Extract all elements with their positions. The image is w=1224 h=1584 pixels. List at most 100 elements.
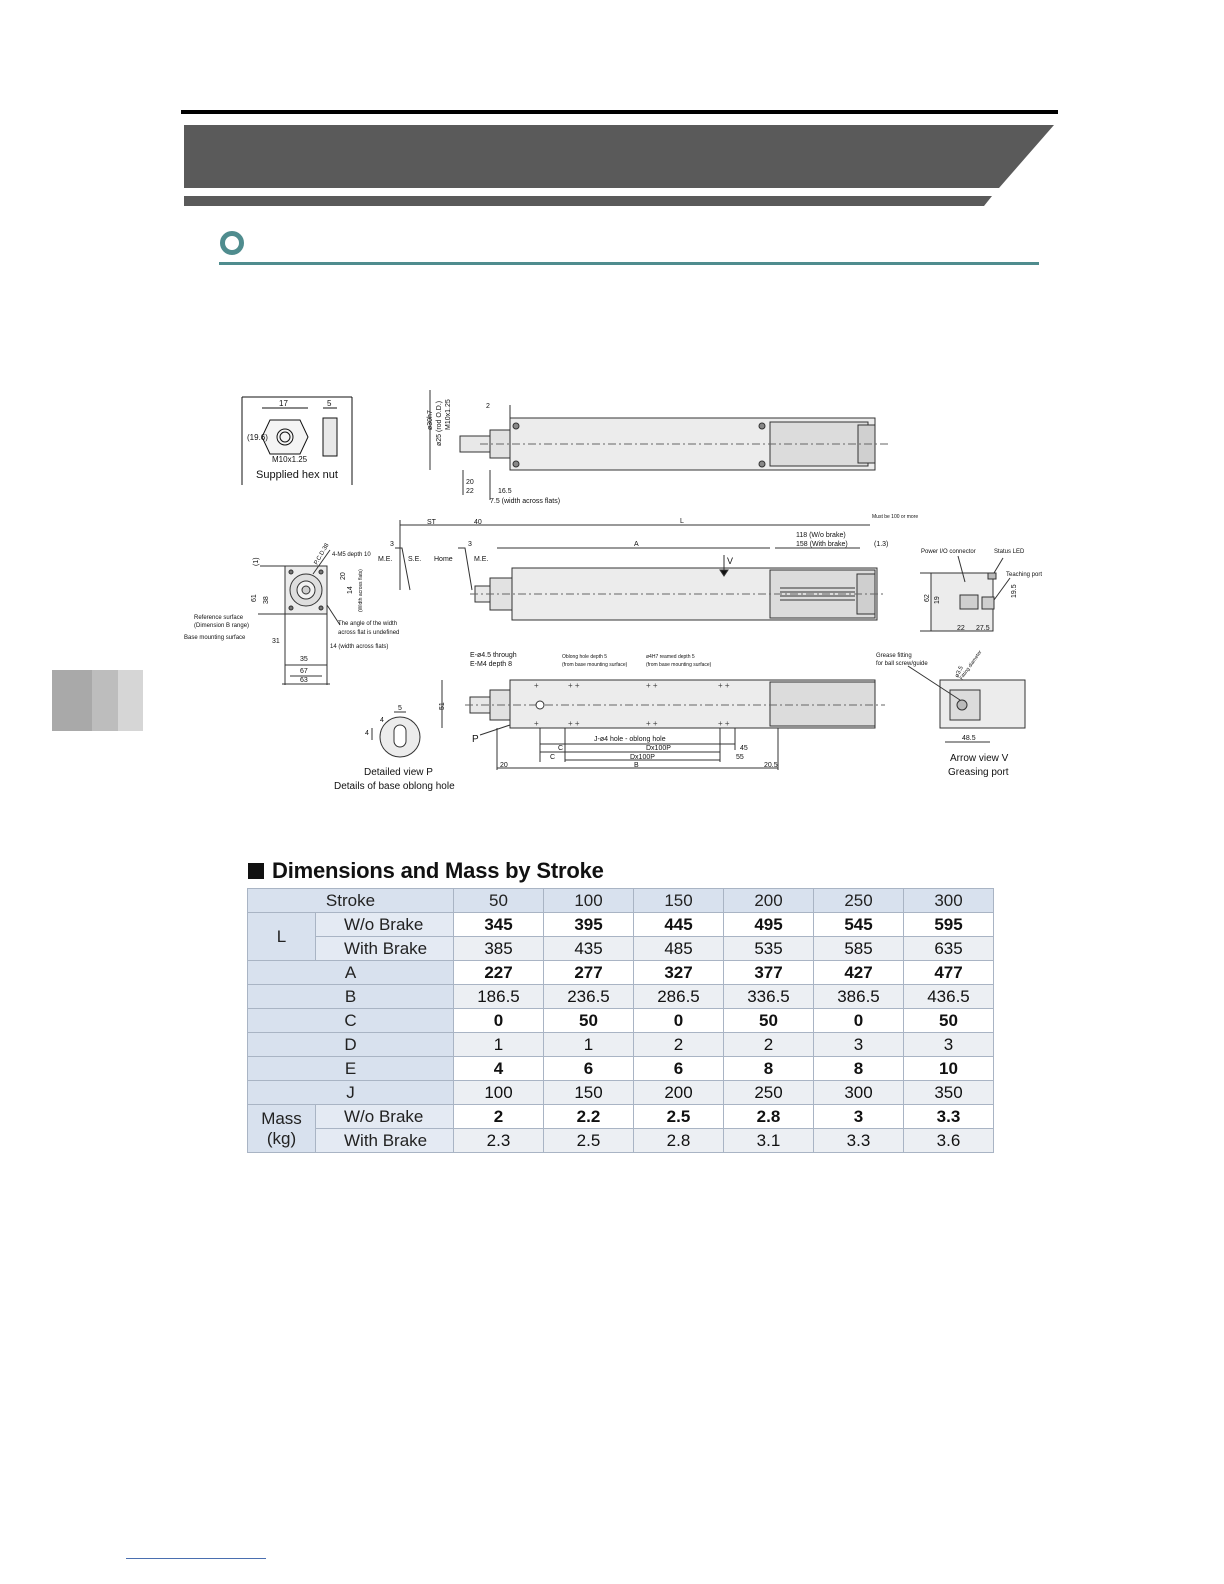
table-cell: 150 xyxy=(543,1080,634,1105)
side-dim-st: ST xyxy=(427,519,437,526)
table-cell: 3.6 xyxy=(903,1128,994,1153)
end-label-ref: Reference surface xyxy=(194,615,244,621)
detail-p-view xyxy=(371,711,421,758)
row-label-mass-with: With Brake xyxy=(315,1128,454,1153)
bottom-dim-51: 51 xyxy=(439,702,446,710)
side-home: Home xyxy=(434,556,453,563)
side-dim-3a: 3 xyxy=(390,541,394,548)
table-cell: 2 xyxy=(453,1104,544,1129)
table-cell: 336.5 xyxy=(723,984,814,1009)
svg-text:+ +: + + xyxy=(646,719,658,728)
detail-p-label: Detailed view P xyxy=(364,767,433,778)
row-label-b: B xyxy=(247,984,454,1009)
table-cell: 436.5 xyxy=(903,984,994,1009)
grease-label-fit-dia: Fitting diameter xyxy=(959,649,984,681)
side-dim-13: (1.3) xyxy=(874,541,888,548)
right-dim-62: 62 xyxy=(924,594,931,602)
table-cell: 477 xyxy=(903,960,994,985)
grease-dim-48: 48.5 xyxy=(962,735,976,742)
table-cell: 1 xyxy=(453,1032,544,1057)
table-cell: 2.5 xyxy=(633,1104,724,1129)
top-dim-2: 2 xyxy=(486,403,490,410)
table-row-d: D 1 1 2 2 3 3 xyxy=(247,1032,994,1057)
side-dim-must: Must be 100 or more xyxy=(872,514,918,520)
table-cell: 2 xyxy=(633,1032,724,1057)
header-sub-bar xyxy=(184,196,992,206)
table-cell: 227 xyxy=(453,960,544,985)
table-cell: 377 xyxy=(723,960,814,985)
row-label-l-with: With Brake xyxy=(315,936,454,961)
end-label-flats: (Width across flats) xyxy=(358,569,364,612)
side-me-left: M.E. xyxy=(378,556,392,563)
row-label-j: J xyxy=(247,1080,454,1105)
end-view xyxy=(258,549,341,685)
table-title: Dimensions and Mass by Stroke xyxy=(248,858,604,884)
row-label-mass: Mass(kg) xyxy=(247,1104,316,1153)
table-cell: 277 xyxy=(543,960,634,985)
hex-dim-17: 17 xyxy=(279,399,288,408)
top-view-body xyxy=(429,390,890,500)
top-dim-20: 20 xyxy=(466,479,474,486)
right-label-led: Status LED xyxy=(994,549,1025,555)
bottom-dim-c2: C xyxy=(550,754,555,761)
bottom-dim-c1: C xyxy=(558,745,563,752)
bottom-label-ream-from: (from base mounting surface) xyxy=(646,662,712,668)
end-dim-14: 14 xyxy=(347,586,354,594)
table-cell: 3 xyxy=(903,1032,994,1057)
table-row-j: J 100 150 200 250 300 350 xyxy=(247,1080,994,1105)
footer-link-underline xyxy=(126,1558,266,1559)
table-cell: 1 xyxy=(543,1032,634,1057)
end-label-pcd: P.C.D.38 xyxy=(314,542,331,566)
stroke-300: 300 xyxy=(903,888,994,913)
table-cell: 595 xyxy=(903,912,994,937)
side-me-right: M.E. xyxy=(474,556,488,563)
section-ring-icon xyxy=(220,231,244,255)
table-cell: 635 xyxy=(903,936,994,961)
grease-dim-3-5: ø3.5 xyxy=(954,665,965,679)
bottom-label-em4: E-M4 depth 8 xyxy=(470,661,512,668)
bottom-dim-b: B xyxy=(634,762,639,769)
side-dim-3b: 3 xyxy=(468,541,472,548)
end-dim-61: 61 xyxy=(251,594,258,602)
top-dim-16: 16.5 xyxy=(498,488,512,495)
table-row-c: C 0 50 0 50 0 50 xyxy=(247,1008,994,1033)
table-cell: 2.5 xyxy=(543,1128,634,1153)
table-cell: 8 xyxy=(723,1056,814,1081)
grease-view xyxy=(907,665,1026,743)
table-cell: 200 xyxy=(633,1080,724,1105)
table-cell: 2 xyxy=(723,1032,814,1057)
end-dim-20: 20 xyxy=(340,572,347,580)
stroke-150: 150 xyxy=(633,888,724,913)
dimensions-table: Stroke 50 100 150 200 250 300 L W/o Brak… xyxy=(247,888,994,1153)
mass-label-line2: (kg) xyxy=(266,1128,297,1148)
side-dim-l: L xyxy=(680,518,684,525)
right-dim-19: 19 xyxy=(934,596,941,604)
side-index-tab xyxy=(52,670,143,731)
table-cell: 0 xyxy=(813,1008,904,1033)
bottom-view-body xyxy=(441,679,885,770)
end-label-14flats: 14 (width across flats) xyxy=(330,644,388,650)
table-cell: 345 xyxy=(453,912,544,937)
table-title-text: Dimensions and Mass by Stroke xyxy=(272,858,604,883)
table-cell: 3 xyxy=(813,1104,904,1129)
grease-label-fitting: Grease fitting xyxy=(876,653,912,659)
side-se: S.E. xyxy=(408,556,421,563)
header-banner xyxy=(184,125,1054,188)
hex-nut-label: Supplied hex nut xyxy=(256,469,338,481)
end-label-angle1: The angle of the width xyxy=(338,621,397,627)
bottom-label-ream: ø4H7 reamed depth 5 xyxy=(646,654,695,660)
detail-p-sublabel: Details of base oblong hole xyxy=(334,781,455,792)
table-cell: 286.5 xyxy=(633,984,724,1009)
table-cell: 435 xyxy=(543,936,634,961)
stroke-250: 250 xyxy=(813,888,904,913)
end-dim-31: 31 xyxy=(272,638,280,645)
row-label-e: E xyxy=(247,1056,454,1081)
table-cell: 100 xyxy=(453,1080,544,1105)
table-row-a: A 227 277 327 377 427 477 xyxy=(247,960,994,985)
table-row-mass-with: With Brake 2.3 2.5 2.8 3.1 3.3 3.6 xyxy=(248,1128,994,1153)
stroke-50: 50 xyxy=(453,888,544,913)
top-dim-flats: 7.5 (width across flats) xyxy=(490,498,560,505)
bottom-label-oblong-from: (from base mounting surface) xyxy=(562,662,628,668)
table-cell: 350 xyxy=(903,1080,994,1105)
table-row-mass-wo: Mass(kg) W/o Brake 2 2.2 2.5 2.8 3 3.3 xyxy=(247,1104,994,1153)
